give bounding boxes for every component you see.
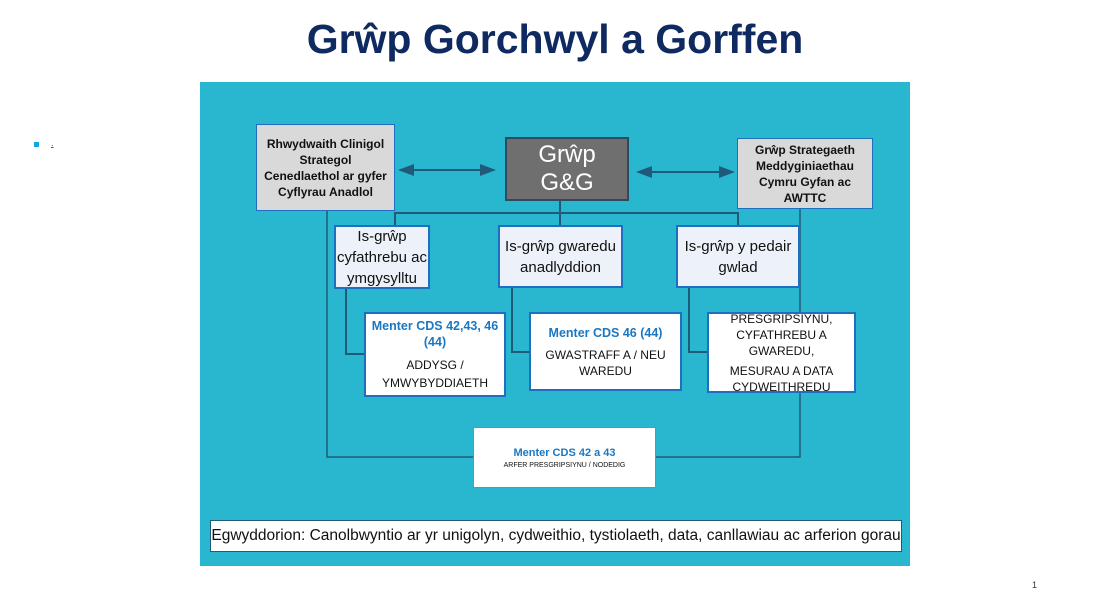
menter-text: PRESGRIPSIYNU, CYFATHREBU A GWAREDU, [730,311,833,358]
medicines-strategy-label: Grŵp Strategaeth Meddyginiaethau Cymru G… [754,142,856,205]
menter-text: ADDYSG / YMWYBYDDIAETH [381,357,488,390]
clinical-network-box: Rhwydwaith Clinigol Strategol Cenedlaeth… [256,124,395,211]
tf-group-line1: Grŵp [538,141,596,168]
menter-title: Menter CDS 46 (44) [548,325,663,340]
principles-text: Egwyddorion: Canolbwyntio ar yr unigolyn… [211,527,901,544]
subgroup-four-nations: Is-grŵp y pedair gwlad [676,225,800,288]
page-number: 1 [1032,580,1038,590]
bullet-text: . [51,138,54,148]
menter-box-prescribing: PRESGRIPSIYNU, CYFATHREBU A GWAREDU, MES… [707,311,856,394]
subgroup-communication: Is-grŵp cyfathrebu ac ymgysylltu [334,225,430,289]
menter-title: Menter CDS 42,43, 46 (44) [371,318,499,349]
menter-text: GWASTRAFF A / NEU WAREDU [545,347,666,378]
clinical-network-label: Rhwydwaith Clinigol Strategol Cenedlaeth… [264,136,387,199]
menter-text: ARFER PRESGRIPSIYNU / NODEDIG [503,461,626,469]
menter-box-waste: Menter CDS 46 (44) GWASTRAFF A / NEU WAR… [529,312,682,391]
subgroup-label: Is-grŵp cyfathrebu ac ymgysylltu [336,227,428,287]
tf-group-line2: G&G [540,169,594,196]
menter-box-education: Menter CDS 42,43, 46 (44) ADDYSG / YMWYB… [364,312,506,397]
menter-title: Menter CDS 42 a 43 [513,446,616,459]
subgroup-label: Is-grŵp y pedair gwlad [684,237,792,276]
bullet-icon [34,142,39,147]
subgroup-disposal: Is-grŵp gwaredu anadlyddion [498,225,623,288]
slide-title: Grŵp Gorchwyl a Gorffen [306,16,804,62]
menter-text: MESURAU A DATA CYDWEITHREDU [729,363,834,394]
principles-box: Egwyddorion: Canolbwyntio ar yr unigolyn… [210,520,902,552]
medicines-strategy-box: Grŵp Strategaeth Meddyginiaethau Cymru G… [737,138,873,209]
tf-group-box: Grŵp G&G [505,137,629,201]
subgroup-label: Is-grŵp gwaredu anadlyddion [505,237,616,276]
menter-box-bottom: Menter CDS 42 a 43 ARFER PRESGRIPSIYNU /… [473,427,656,488]
